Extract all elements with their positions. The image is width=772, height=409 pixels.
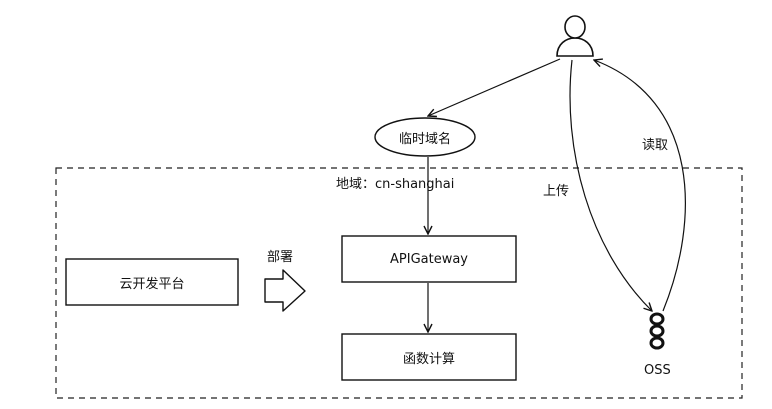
api-gateway-label: APIGateway: [390, 251, 468, 267]
region-label: 地域：cn-shanghai: [336, 177, 455, 192]
oss-label: OSS: [644, 363, 671, 378]
block-arrow-right-icon: [264, 269, 306, 312]
function-compute-label: 函数计算: [402, 351, 455, 367]
temp-domain-label: 临时域名: [398, 131, 451, 147]
arrow-read: [594, 60, 686, 312]
arrow-user-to-domain: [428, 58, 561, 116]
arrow-upload: [569, 59, 652, 311]
function-compute-box: [341, 333, 517, 381]
user-icon: [556, 15, 594, 57]
read-label: 读取: [642, 138, 669, 153]
region-boundary: [55, 167, 743, 399]
cloud-dev-platform-box: [65, 258, 239, 306]
deploy-label: 部署: [267, 250, 294, 265]
upload-label: 上传: [543, 184, 570, 199]
temp-domain-node: [374, 117, 476, 157]
oss-storage-icon: [649, 312, 665, 350]
cloud-dev-platform-label: 云开发平台: [119, 276, 185, 292]
api-gateway-box: [341, 235, 517, 283]
